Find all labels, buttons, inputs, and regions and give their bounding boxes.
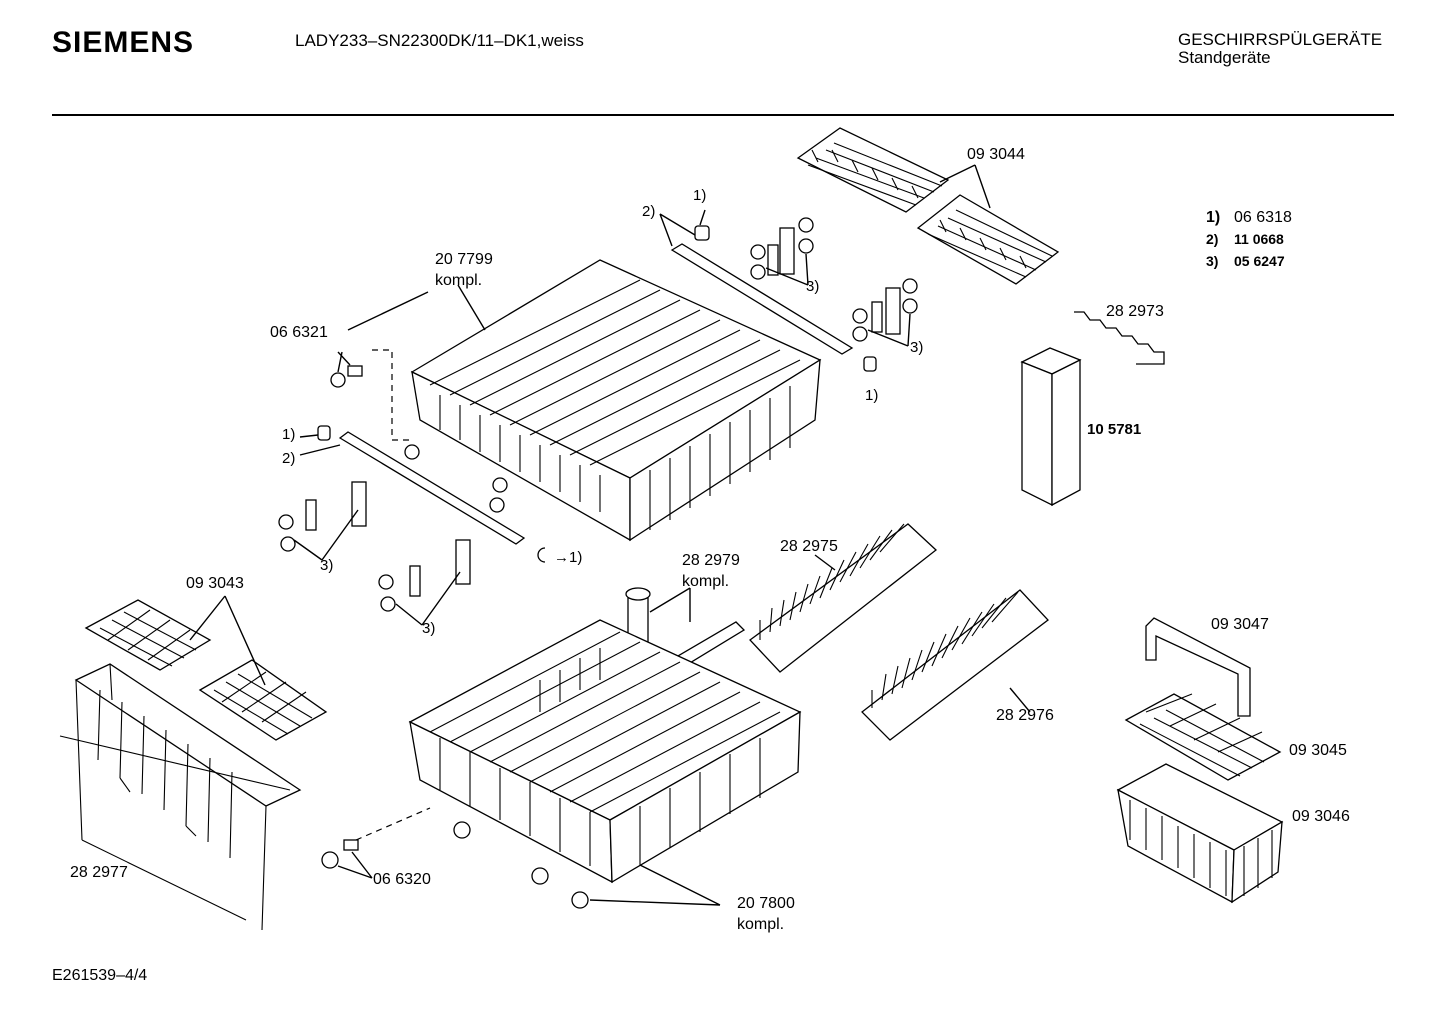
label-207799-kompl: kompl. <box>435 272 483 289</box>
stop-066320 <box>321 839 359 869</box>
tine-rack-282976 <box>861 589 1049 741</box>
lid-093045 <box>1124 693 1282 781</box>
label-282977: 28 2977 <box>70 864 128 881</box>
appliance-subcategory: Standgeräte <box>1178 48 1271 67</box>
cutlery-rack-left-b <box>198 659 328 741</box>
legend-key-1: 1) <box>1206 209 1221 226</box>
lower-basket <box>408 619 802 909</box>
label-093044: 09 3044 <box>967 146 1025 163</box>
cutlery-basket-093046 <box>1116 763 1284 904</box>
leader-066321-b <box>337 351 351 373</box>
upper-basket <box>404 259 822 542</box>
drawing-number: E261539–4/4 <box>52 967 148 984</box>
label-207800: 20 7800 <box>737 895 795 912</box>
label-207800-kompl: kompl. <box>737 916 785 933</box>
roller-bracket-left <box>278 481 367 552</box>
rail-right <box>670 243 854 355</box>
ref-3-right: 3) <box>910 339 924 356</box>
leader-bracket-top <box>765 253 809 286</box>
cutlery-rack-top-left <box>796 127 950 213</box>
upper-basket-wheel-mid <box>492 477 508 493</box>
leader-093044 <box>939 164 991 209</box>
container-105781 <box>1020 347 1082 507</box>
leader-bracket-right <box>867 313 911 347</box>
leader-066320 <box>337 851 373 879</box>
legend-value-3: 05 6247 <box>1234 253 1285 269</box>
legend-value-2: 11 0668 <box>1234 231 1284 247</box>
upper-basket-wheel-left <box>404 444 420 460</box>
ref-2-left: 2) <box>282 450 296 467</box>
ref-1-bottom: →1) <box>554 549 583 566</box>
appliance-category: GESCHIRRSPÜLGERÄTE <box>1178 30 1383 49</box>
label-282976: 28 2976 <box>996 707 1054 724</box>
leader-066321 <box>347 291 429 331</box>
legend-key-2: 2) <box>1206 231 1219 247</box>
legend-value-1: 06 6318 <box>1234 209 1292 226</box>
leader-bracket-lower <box>395 571 461 626</box>
clip-bottom <box>537 547 546 563</box>
cutlery-rack-left-a <box>84 599 212 671</box>
label-093047: 09 3047 <box>1211 616 1269 633</box>
label-282973: 28 2973 <box>1106 303 1164 320</box>
clip-top <box>694 225 710 241</box>
tine-rack-282975 <box>749 523 938 673</box>
label-093046: 09 3046 <box>1292 808 1350 825</box>
leader-282979 <box>649 587 691 622</box>
ref-3-lower: 3) <box>422 620 436 637</box>
label-066321: 06 6321 <box>270 324 328 341</box>
label-093043: 09 3043 <box>186 575 244 592</box>
leaders-rail-right <box>659 209 706 247</box>
ref-3-left: 3) <box>320 557 334 574</box>
legend-row-3: 3) 05 6247 <box>1206 252 1292 270</box>
ref-2-top: 2) <box>642 203 656 220</box>
label-093045: 09 3045 <box>1289 742 1347 759</box>
dashed-guide-lower <box>355 807 431 841</box>
legend-row-2: 2) 11 0668 <box>1206 230 1292 248</box>
leader-282975 <box>814 554 836 571</box>
roller-bracket-right <box>852 278 918 342</box>
label-282979: 28 2979 <box>682 552 740 569</box>
rail-left <box>338 431 526 545</box>
label-207799: 20 7799 <box>435 251 493 268</box>
label-282979-kompl: kompl. <box>682 573 730 590</box>
label-282975: 28 2975 <box>780 538 838 555</box>
clip-right <box>863 356 877 372</box>
folding-rack-282977 <box>59 663 302 931</box>
handle-093047 <box>1145 617 1251 717</box>
dashed-guide-upper <box>372 349 410 441</box>
ref-1-left: 1) <box>282 426 296 443</box>
stop-066321 <box>330 365 363 388</box>
legend: 1) 06 6318 2) 11 0668 3) 05 6247 <box>1206 209 1292 270</box>
leader-093043 <box>189 595 266 686</box>
clip-left <box>317 425 331 441</box>
legend-row-1: 1) 06 6318 <box>1206 209 1292 227</box>
label-066320: 06 6320 <box>373 871 431 888</box>
leader-207799 <box>457 284 486 331</box>
cutlery-rack-top-right <box>916 194 1060 285</box>
leader-bracket-left <box>293 509 359 561</box>
brand-logo: SIEMENS <box>52 26 195 59</box>
model-designation: LADY233–SN22300DK/11–DK1,weiss <box>295 31 584 50</box>
leader-207800 <box>589 864 721 906</box>
label-105781: 10 5781 <box>1087 421 1142 438</box>
roller-bracket-lower <box>378 539 471 612</box>
ref-1-right: 1) <box>865 387 879 404</box>
upper-basket-wheel-front <box>489 497 505 513</box>
ref-3-top: 3) <box>806 278 820 295</box>
legend-key-3: 3) <box>1206 253 1219 269</box>
ref-1-top: 1) <box>693 187 707 204</box>
leaders-rail-left <box>299 434 341 456</box>
header-rule <box>52 114 1394 116</box>
roller-bracket-top <box>750 217 814 280</box>
leader-282976 <box>1009 687 1031 713</box>
clip-strip-282973 <box>1074 311 1165 365</box>
